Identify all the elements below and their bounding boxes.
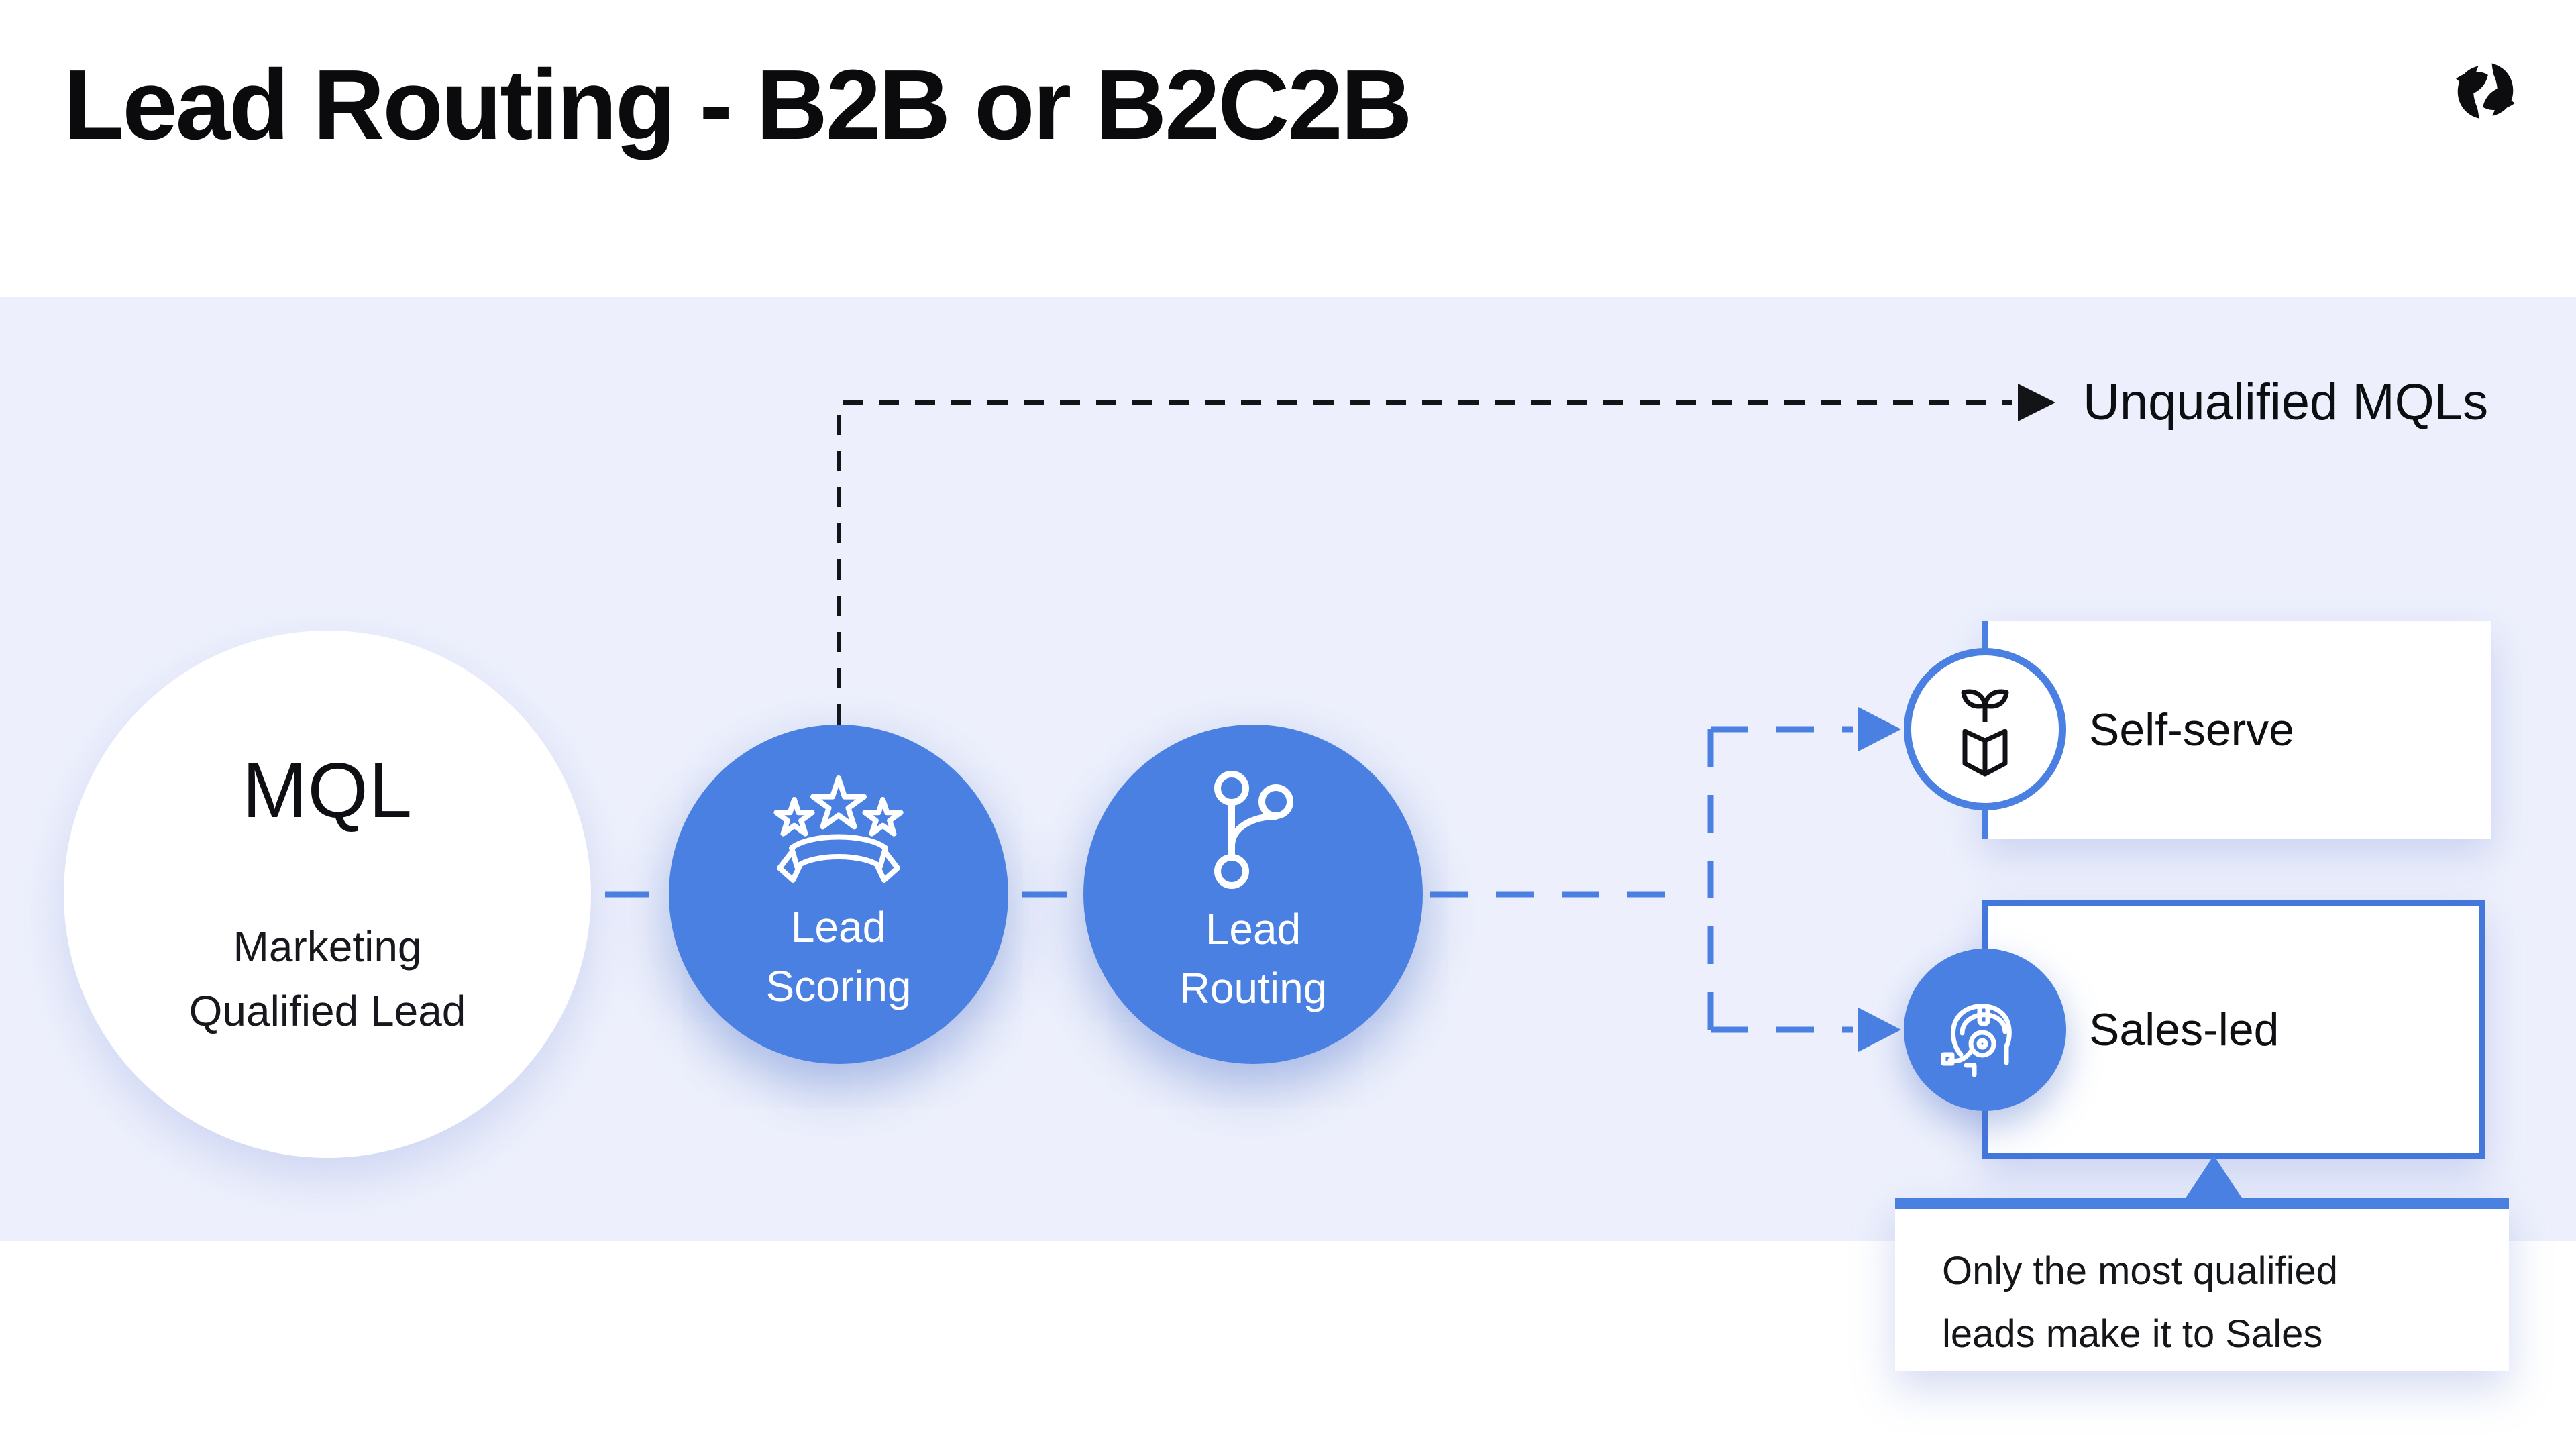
lead-scoring-node: Lead Scoring [669, 724, 1008, 1064]
tooltip-callout: Only the most qualified leads make it to… [1895, 1155, 2509, 1371]
lead-routing-node: Lead Routing [1083, 724, 1423, 1064]
headset-agent-icon [1941, 1004, 2012, 1077]
tooltip-arrow-icon [2186, 1155, 2242, 1198]
self-serve-badge [1904, 648, 2066, 810]
brand-pinwheel-logo-icon [2456, 63, 2515, 119]
git-branch-icon [1214, 770, 1293, 889]
sales-led-label: Sales-led [2089, 1004, 2279, 1055]
mql-node: MQL Marketing Qualified Lead [64, 631, 591, 1158]
stars-ribbon-icon [773, 775, 904, 883]
self-serve-card: Self-serve [1982, 621, 2491, 839]
lead-routing-label: Lead Routing [1179, 904, 1328, 1012]
sales-led-badge [1904, 949, 2066, 1111]
box-sprout-icon [1961, 689, 2009, 777]
unqualified-mqls-label: Unqualified MQLs [2083, 374, 2489, 431]
mql-sublabel: Marketing Qualified Lead [189, 922, 466, 1035]
tooltip-text: Only the most qualified leads make it to… [1942, 1249, 2338, 1356]
self-serve-label: Self-serve [2089, 704, 2295, 755]
lead-scoring-label: Lead Scoring [765, 902, 912, 1010]
sales-led-card: Sales-led [1982, 900, 2485, 1159]
page-title: Lead Routing - B2B or B2C2B [64, 50, 1413, 160]
mql-label: MQL [241, 747, 413, 834]
